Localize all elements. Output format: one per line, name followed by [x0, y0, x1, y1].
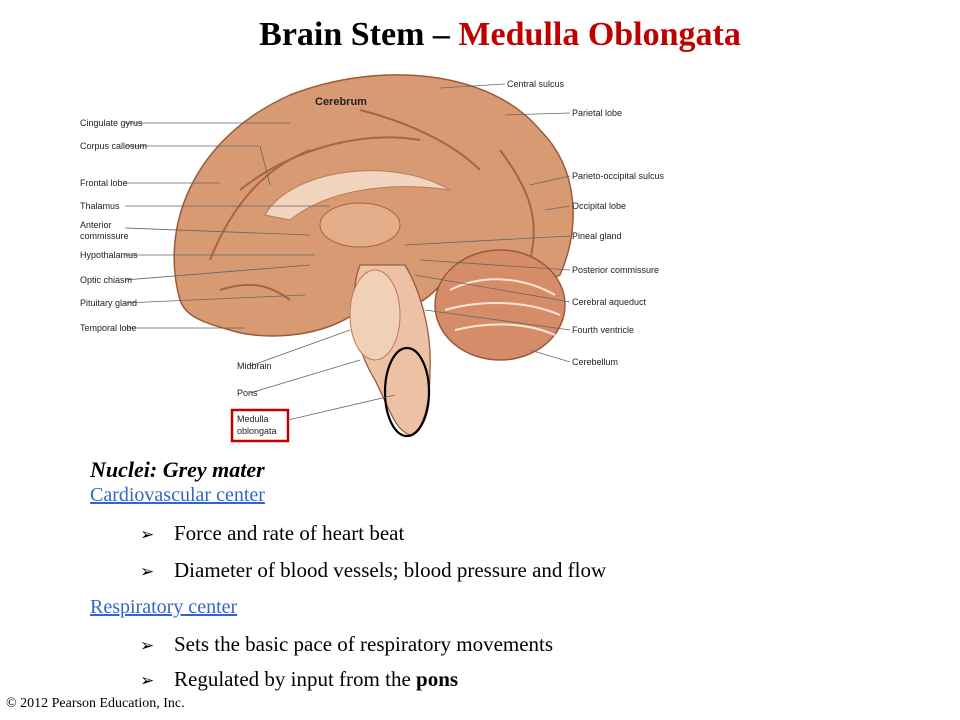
bullet-respiratory-pace: ➢Sets the basic pace of respiratory move…	[140, 632, 553, 657]
label-hypothalamus: Hypothalamus	[80, 250, 138, 260]
slide-title: Brain Stem – Medulla Oblongata	[0, 16, 960, 54]
label-fourth-ventricle: Fourth ventricle	[572, 325, 634, 335]
bullet-text: Regulated by input from the	[174, 667, 416, 691]
arrow-bullet-icon: ➢	[140, 562, 174, 582]
brain-diagram: Cerebrum Cingulate gyrus Corpus callosum…	[60, 60, 720, 445]
bullet-text: Sets the basic pace of respiratory movem…	[174, 632, 553, 656]
label-anterior: Anterior	[80, 220, 112, 230]
thalamus-shape	[320, 203, 400, 247]
arrow-bullet-icon: ➢	[140, 636, 174, 656]
bullet-heart-beat: ➢Force and rate of heart beat	[140, 521, 404, 546]
label-medulla: Medulla	[237, 414, 269, 424]
respiratory-center-link[interactable]: Respiratory center	[90, 596, 237, 619]
bullet-bold-pons: pons	[416, 667, 458, 691]
pons-shape	[350, 270, 400, 360]
label-cerebrum: Cerebrum	[315, 96, 367, 108]
bullet-text: Force and rate of heart beat	[174, 521, 404, 545]
bullet-text: Diameter of blood vessels; blood pressur…	[174, 558, 606, 582]
label-temporal-lobe: Temporal lobe	[80, 323, 137, 333]
title-accent: Medulla Oblongata	[458, 16, 740, 53]
copyright-footer: © 2012 Pearson Education, Inc.	[6, 696, 185, 712]
nuclei-heading: Nuclei: Grey mater	[90, 457, 265, 483]
label-parieto-occipital-sulcus: Parieto-occipital sulcus	[572, 171, 665, 181]
label-corpus-callosum: Corpus callosum	[80, 141, 147, 151]
cerebellum-shape	[435, 250, 565, 360]
label-parietal-lobe: Parietal lobe	[572, 108, 622, 118]
arrow-bullet-icon: ➢	[140, 671, 174, 691]
title-main: Brain Stem –	[259, 16, 458, 53]
label-thalamus: Thalamus	[80, 201, 120, 211]
label-pituitary-gland: Pituitary gland	[80, 298, 137, 308]
label-oblongata: oblongata	[237, 426, 277, 436]
cardiovascular-center-link[interactable]: Cardiovascular center	[90, 484, 265, 507]
label-central-sulcus: Central sulcus	[507, 79, 565, 89]
bullet-blood-vessels: ➢Diameter of blood vessels; blood pressu…	[140, 558, 606, 583]
label-occipital-lobe: Occipital lobe	[572, 201, 626, 211]
label-frontal-lobe: Frontal lobe	[80, 178, 128, 188]
label-cingulate-gyrus: Cingulate gyrus	[80, 118, 143, 128]
label-commissure: commissure	[80, 231, 129, 241]
label-pons: Pons	[237, 388, 258, 398]
label-cerebral-aqueduct: Cerebral aqueduct	[572, 297, 647, 307]
label-optic-chiasm: Optic chiasm	[80, 275, 132, 285]
label-pineal-gland: Pineal gland	[572, 231, 622, 241]
label-midbrain: Midbrain	[237, 361, 272, 371]
bullet-pons-input: ➢Regulated by input from the pons	[140, 667, 458, 692]
label-posterior-commissure: Posterior commissure	[572, 265, 659, 275]
arrow-bullet-icon: ➢	[140, 525, 174, 545]
label-cerebellum: Cerebellum	[572, 357, 618, 367]
